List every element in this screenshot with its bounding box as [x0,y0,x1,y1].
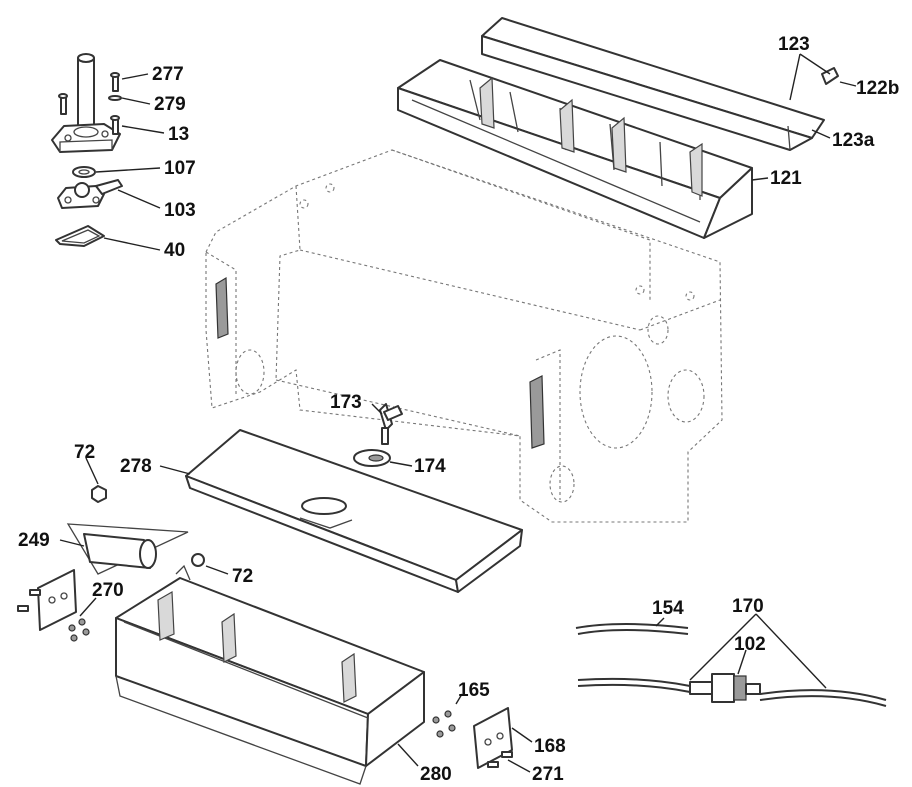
fitting-103 [57,179,123,209]
label-170: 170 [732,596,764,617]
label-173: 173 [330,392,362,413]
label-103: 103 [164,200,196,221]
label-72-right: 72 [232,566,253,587]
valve-173 [379,403,403,445]
label-123a: 123a [832,130,875,151]
nut-72-right [191,553,205,567]
label-270: 270 [92,580,124,601]
bracket-168 [473,707,513,769]
spindle-mount-part [51,53,121,153]
label-280: 280 [420,764,452,785]
label-154: 154 [652,598,684,619]
cover-plate-278 [185,429,523,593]
label-121: 121 [770,168,802,189]
label-72-top: 72 [74,442,95,463]
gasket-40 [55,225,105,247]
bracket-270 [17,569,90,642]
label-165: 165 [458,680,490,701]
main-housing [205,149,723,523]
washer-107 [72,166,96,178]
label-107: 107 [164,158,196,179]
label-168: 168 [534,736,566,757]
label-277: 277 [152,64,184,85]
label-122b: 122b [856,78,899,99]
nuts-165 [432,710,456,738]
connector-102 [689,673,761,703]
label-13: 13 [168,124,189,145]
label-249: 249 [18,530,50,551]
hose-154 [575,623,689,635]
tray-121 [397,59,753,239]
label-123: 123 [778,34,810,55]
bolt-277 [58,72,122,135]
label-40: 40 [164,240,185,261]
hose-170 [577,677,887,707]
label-278: 278 [120,456,152,477]
label-271: 271 [532,764,564,785]
drip-tray-280 [115,564,425,785]
label-102: 102 [734,634,766,655]
grommet-174 [353,449,391,467]
label-279: 279 [154,94,186,115]
nut-72 [91,485,107,503]
label-174: 174 [414,456,446,477]
capacitor-249 [66,523,189,575]
lid-123 [481,17,825,151]
